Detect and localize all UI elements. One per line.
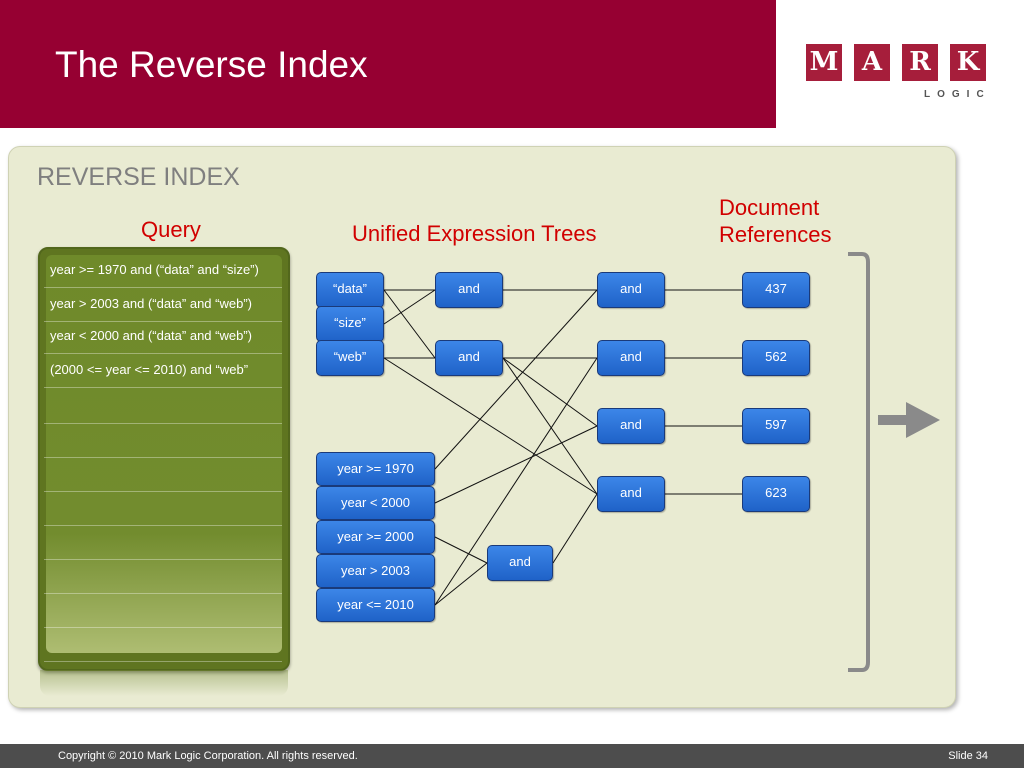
range-node-ge-1970: year >= 1970	[316, 452, 435, 486]
query-row-empty	[44, 390, 282, 424]
section-title: REVERSE INDEX	[37, 163, 240, 191]
range-node-gt-2003: year > 2003	[316, 554, 435, 588]
query-row: year > 2003 and (“data” and “web”)	[44, 288, 282, 322]
logo-letter-m: M	[806, 44, 842, 81]
range-node-lt-2000: year < 2000	[316, 486, 435, 520]
query-row: year < 2000 and (“data” and “web”)	[44, 320, 282, 354]
and-node-6: and	[597, 408, 665, 444]
query-column-reflection	[40, 670, 288, 696]
footer-copyright: Copyright © 2010 Mark Logic Corporation.…	[58, 750, 358, 762]
query-row-empty	[44, 526, 282, 560]
and-node-1: and	[435, 272, 503, 308]
doc-refs-heading-line2: References	[719, 222, 832, 247]
term-node-size: “size”	[316, 306, 384, 342]
query-heading: Query	[141, 217, 201, 242]
and-node-3: and	[487, 545, 553, 581]
query-column	[38, 247, 290, 671]
and-node-4: and	[597, 272, 665, 308]
slide-title: The Reverse Index	[55, 44, 368, 85]
and-node-5: and	[597, 340, 665, 376]
footer-slide-number: Slide 34	[948, 750, 988, 762]
term-node-data: “data”	[316, 272, 384, 308]
doc-node-597: 597	[742, 408, 810, 444]
query-row-empty	[44, 560, 282, 594]
query-row-empty	[44, 492, 282, 526]
and-node-7: and	[597, 476, 665, 512]
and-node-2: and	[435, 340, 503, 376]
doc-node-437: 437	[742, 272, 810, 308]
query-row: (2000 <= year <= 2010) and “web”	[44, 354, 282, 388]
footer-bar: Copyright © 2010 Mark Logic Corporation.…	[0, 744, 1024, 768]
trees-heading: Unified Expression Trees	[352, 221, 597, 246]
query-row-empty	[44, 594, 282, 628]
logo-letter-k: K	[950, 44, 986, 81]
term-node-web: “web”	[316, 340, 384, 376]
doc-refs-heading-line1: Document	[719, 195, 820, 220]
query-row-empty	[44, 424, 282, 458]
logo-letter-r: R	[902, 44, 938, 81]
doc-node-623: 623	[742, 476, 810, 512]
logo-letter-a: A	[854, 44, 890, 81]
range-node-le-2010: year <= 2010	[316, 588, 435, 622]
query-row: year >= 1970 and (“data” and “size”)	[44, 254, 282, 288]
query-row-empty	[44, 628, 282, 662]
query-row-empty	[44, 458, 282, 492]
query-column-fill	[46, 255, 282, 653]
mark-logic-logo: M A R K LOGIC	[806, 44, 986, 104]
range-node-ge-2000: year >= 2000	[316, 520, 435, 554]
doc-node-562: 562	[742, 340, 810, 376]
logo-subtitle: LOGIC	[924, 89, 991, 100]
header-bar	[0, 0, 776, 128]
